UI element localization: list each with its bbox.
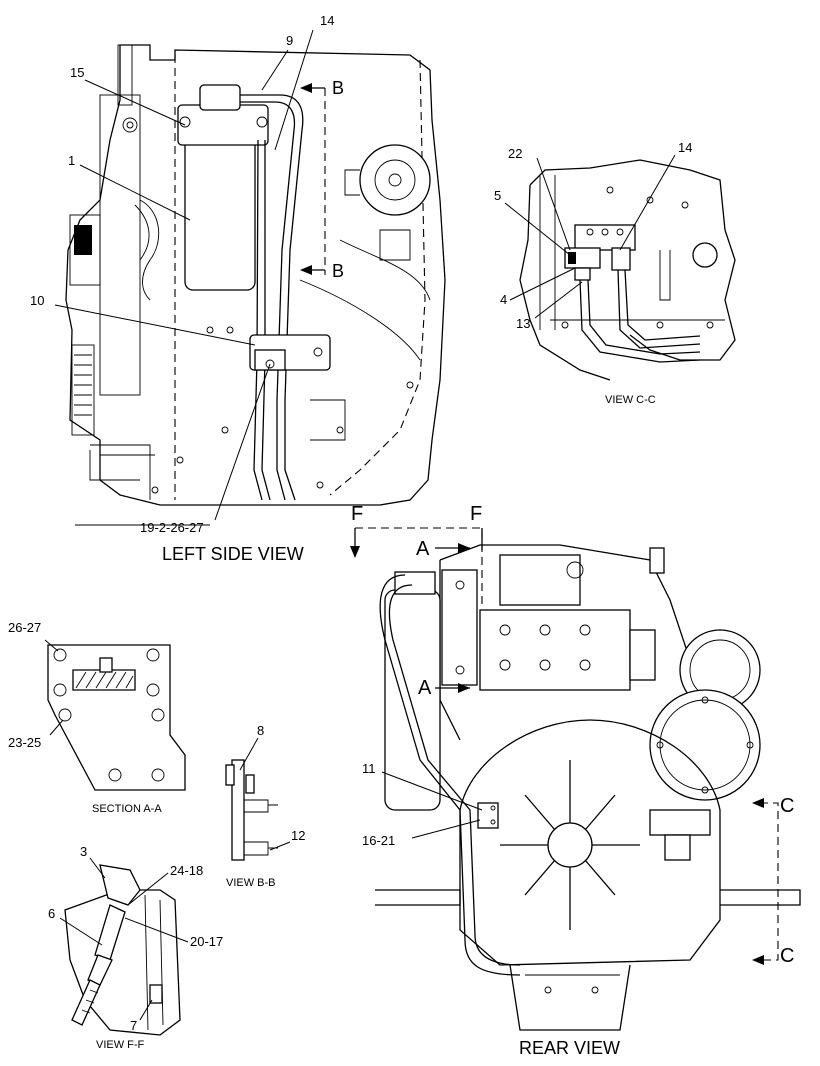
callout-22: 22 xyxy=(508,146,522,161)
section-aa-drawing xyxy=(44,639,186,791)
section-mark-b-bottom: B xyxy=(332,261,344,281)
callout-15: 15 xyxy=(70,65,84,80)
section-mark-c-bottom: C xyxy=(780,945,794,967)
callout-7: 7 xyxy=(130,1018,137,1033)
view-cc-drawing xyxy=(504,154,736,381)
callout-12: 12 xyxy=(291,828,305,843)
view-ff-title: VIEW F-F xyxy=(96,1039,145,1051)
callout-8: 8 xyxy=(257,723,264,738)
callout-3: 3 xyxy=(80,844,87,859)
section-mark-f-right: F xyxy=(470,503,482,525)
view-bb-drawing xyxy=(225,737,291,861)
callout-23-25: 23-25 xyxy=(8,735,41,750)
callout-4: 4 xyxy=(500,292,507,307)
view-ff-drawing xyxy=(59,857,189,1036)
section-mark-f-left: F xyxy=(351,503,363,525)
rear-view-drawing xyxy=(350,527,801,1031)
left-side-view-drawing xyxy=(54,29,446,526)
callout-10: 10 xyxy=(30,293,44,308)
callout-9: 9 xyxy=(286,33,293,48)
callout-16-21: 16-21 xyxy=(362,833,395,848)
callout-19-2-26-27: 19-2-26-27 xyxy=(140,520,204,535)
callout-20-17: 20-17 xyxy=(190,934,223,949)
callout-13: 13 xyxy=(516,316,530,331)
section-mark-b-top: B xyxy=(332,78,344,98)
section-mark-a-top: A xyxy=(416,538,430,560)
section-aa-title: SECTION A-A xyxy=(92,803,162,815)
callout-14-left: 14 xyxy=(320,13,334,28)
callout-14-viewcc: 14 xyxy=(678,140,692,155)
left-side-view-title: LEFT SIDE VIEW xyxy=(162,544,304,564)
callout-6: 6 xyxy=(48,906,55,921)
callout-24-18: 24-18 xyxy=(170,863,203,878)
view-bb-title: VIEW B-B xyxy=(226,877,276,889)
section-mark-a-bottom: A xyxy=(418,677,432,699)
callout-11: 11 xyxy=(362,761,376,776)
callout-26-27: 26-27 xyxy=(8,620,41,635)
callout-5: 5 xyxy=(494,188,501,203)
callout-1: 1 xyxy=(68,153,75,168)
rear-view-title: REAR VIEW xyxy=(519,1038,620,1058)
view-cc-title: VIEW C-C xyxy=(605,394,656,406)
section-mark-c-top: C xyxy=(780,795,794,817)
